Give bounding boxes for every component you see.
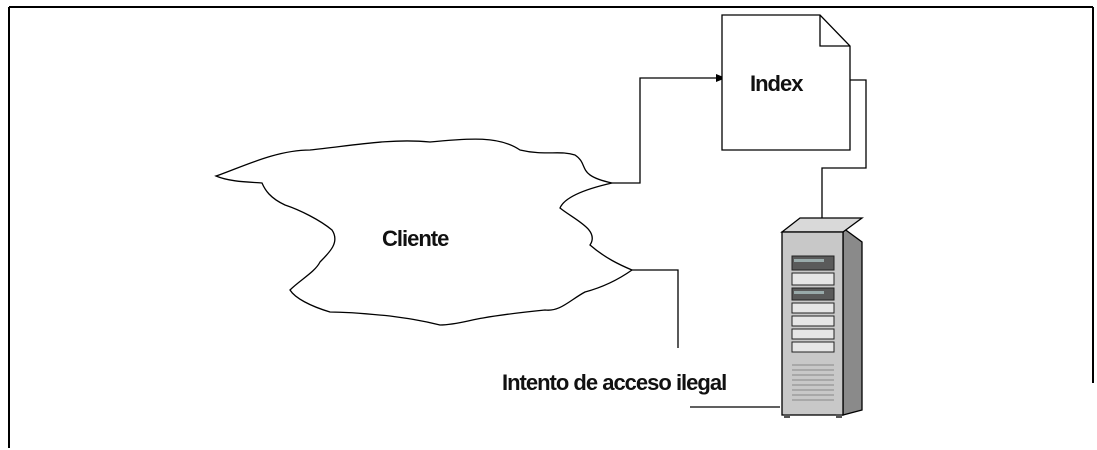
document-label: Index [750,71,804,96]
frame [8,6,1094,448]
document-server-link [821,79,867,232]
server-tower-icon [780,217,864,418]
document-icon [721,14,851,151]
client-label: Cliente [382,226,449,251]
server-drive-bays [791,255,835,353]
illegal-access-label: Intento de acceso ilegal [502,370,726,395]
server-vents [792,364,834,401]
cloud-icon [214,138,634,326]
request-arrow [612,74,726,184]
client-cloud: Cliente [214,138,634,326]
index-document: Index [721,14,851,151]
illegal-access-connector [632,269,780,408]
